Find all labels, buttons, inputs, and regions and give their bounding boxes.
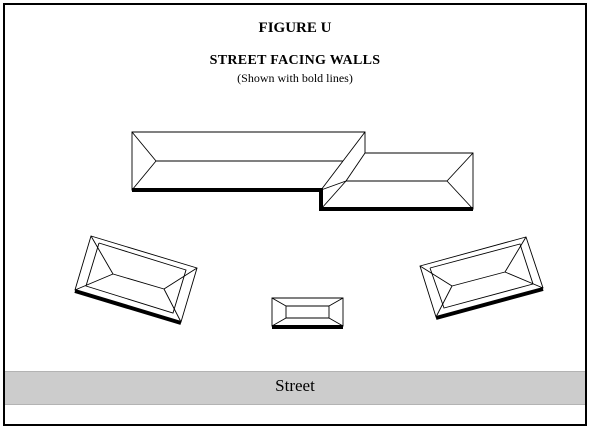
l-building-outline [131, 131, 474, 210]
l-building-hip [131, 131, 157, 162]
small-building-outline [271, 297, 344, 327]
left-building-hip [74, 273, 114, 291]
left-building-hip [163, 267, 198, 290]
right-building-hip [504, 236, 527, 273]
l-shaped-building [131, 131, 474, 211]
right-building-hip [435, 285, 453, 318]
right-angled-building [419, 236, 544, 320]
street-label: Street [275, 376, 315, 395]
left-building-ridge [112, 273, 165, 290]
right-building-street-facing-wall [435, 287, 544, 320]
l-building-hip [320, 180, 347, 210]
right-building-hip [419, 265, 453, 287]
diagram-heading: STREET FACING WALLS [209, 53, 381, 68]
left-angled-building [74, 235, 198, 325]
l-building-street-facing-wall [132, 188, 473, 211]
figure-frame: FIGURE U STREET FACING WALLS (Shown with… [3, 3, 587, 426]
small-center-building [271, 297, 344, 329]
diagram-subheading: (Shown with bold lines) [237, 71, 353, 85]
right-building-ridge [451, 271, 506, 287]
l-building-hip [446, 152, 474, 182]
small-building-hip [271, 297, 287, 307]
l-building-valley [320, 160, 344, 191]
figure-title: FIGURE U [258, 20, 332, 36]
l-building-hip [131, 160, 157, 191]
right-building-inner-line [429, 243, 534, 309]
l-building-hip [446, 180, 474, 210]
left-building-hip [90, 235, 114, 275]
small-building-hip [328, 317, 344, 327]
l-building-hip [342, 131, 366, 162]
left-building-inner-line [85, 242, 187, 314]
right-building-hip [504, 271, 544, 289]
small-building-hip [328, 297, 344, 307]
left-building-hip [163, 288, 182, 323]
l-building-eave-line [320, 180, 347, 191]
left-building-street-facing-wall [74, 289, 182, 325]
street-band: Street [5, 371, 585, 405]
small-building-hip [271, 317, 287, 327]
l-building-hip [345, 152, 366, 182]
small-building-ridge-box [285, 305, 330, 319]
